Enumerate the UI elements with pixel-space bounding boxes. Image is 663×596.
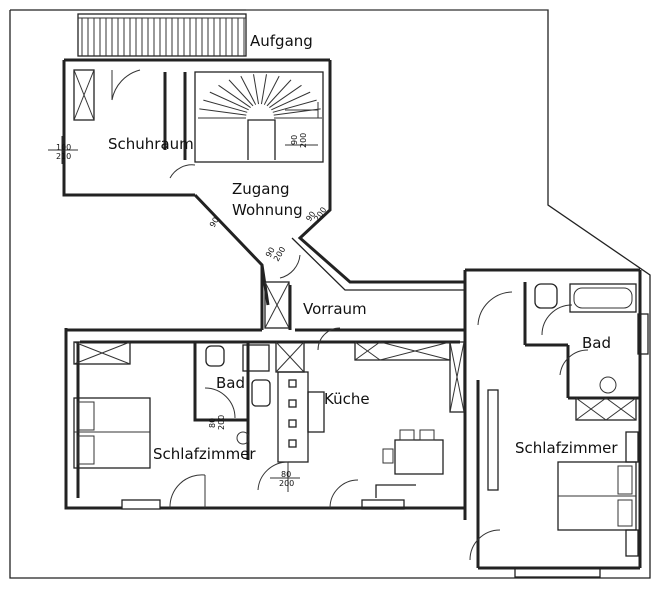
dim-entry-width: 90 bbox=[264, 246, 277, 259]
right-bedroom-furniture bbox=[487, 389, 639, 557]
label-schuhraum: Schuhraum bbox=[108, 135, 194, 153]
dim-zugang-a-width: 90 bbox=[208, 216, 221, 229]
dim-entry-height: 200 bbox=[272, 245, 287, 263]
kitchen-door bbox=[257, 461, 289, 492]
right-bath-fixtures bbox=[534, 283, 637, 421]
label-bad-left: Bad bbox=[216, 374, 245, 392]
label-schlafzimmer-right: Schlafzimmer bbox=[515, 439, 618, 457]
dim-bad-door: 80 200 bbox=[208, 415, 226, 430]
dim-zugang-door-a: 90 bbox=[208, 216, 221, 229]
left-bathroom bbox=[193, 342, 271, 460]
stair-railing bbox=[77, 13, 247, 57]
apartment-walls bbox=[64, 265, 467, 520]
terrace-boundary bbox=[9, 9, 651, 579]
dim-bad-width: 80 bbox=[208, 418, 217, 428]
dim-bad-height: 200 bbox=[217, 415, 226, 430]
dim-zugang-door-b: 90 200 bbox=[304, 205, 328, 223]
schuhraum-walls bbox=[62, 58, 330, 197]
dim-kueche-door: 80 200 bbox=[270, 470, 300, 488]
label-wohnung: Wohnung bbox=[232, 201, 303, 219]
dim-kueche-height: 200 bbox=[279, 479, 294, 488]
dim-kueche-width: 80 bbox=[281, 470, 291, 479]
label-schlafzimmer-left: Schlafzimmer bbox=[153, 445, 256, 463]
label-aufgang: Aufgang bbox=[250, 32, 313, 50]
spiral-stair bbox=[194, 71, 324, 163]
label-vorraum: Vorraum bbox=[303, 300, 367, 318]
left-bedroom-furniture bbox=[73, 341, 206, 510]
right-wing-walls bbox=[463, 268, 649, 578]
kitchen bbox=[275, 327, 465, 510]
dim-schuhraum-height: 210 bbox=[56, 152, 71, 161]
label-bad-right: Bad bbox=[582, 334, 611, 352]
dim-entry-door: 90 200 bbox=[264, 245, 287, 263]
dim-schuhraum-door: 100 210 bbox=[48, 136, 78, 164]
dim-schuhraum-width: 100 bbox=[56, 143, 71, 152]
label-kueche: Küche bbox=[324, 390, 370, 408]
dim-stair-door: 90 200 bbox=[290, 133, 308, 148]
dim-stair-width: 90 bbox=[290, 135, 299, 145]
dim-stair-height: 200 bbox=[299, 133, 308, 148]
label-zugang: Zugang bbox=[232, 180, 290, 198]
